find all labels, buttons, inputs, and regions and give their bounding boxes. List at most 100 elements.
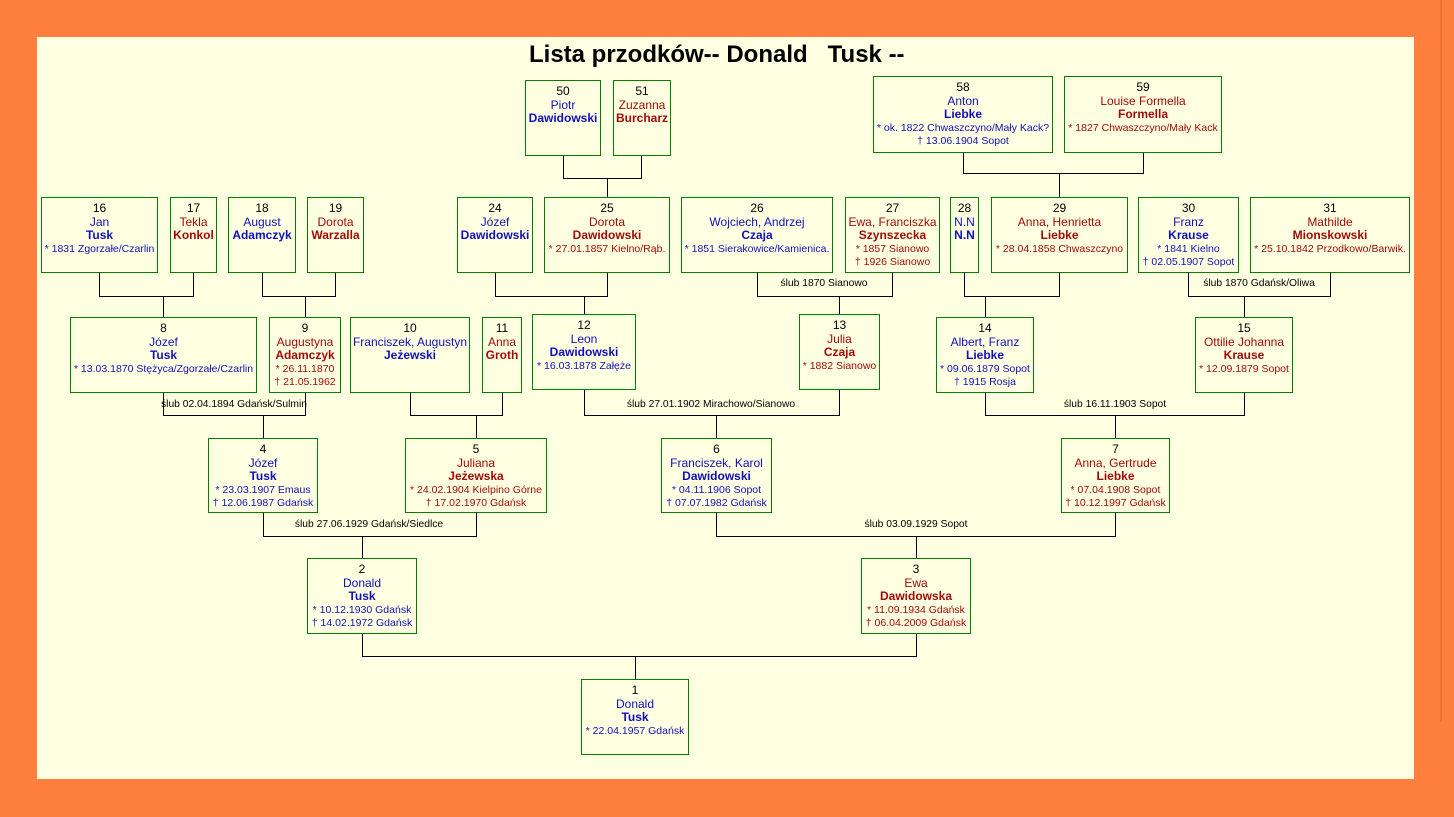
person-surname: Liebke <box>965 348 1004 363</box>
person-birth: * 16.03.1878 Załęże <box>537 359 631 372</box>
person-number: 13 <box>832 318 847 332</box>
person-box-2[interactable]: 2 Donald Tusk * 10.12.1930 Gdańsk † 14.0… <box>307 558 417 634</box>
person-surname: Dawidowski <box>549 345 619 360</box>
person-box-9[interactable]: 9 Augustyna Adamczyk * 26.11.1870 † 21.0… <box>269 317 341 393</box>
person-box-29[interactable]: 29 Anna, Henrietta Liebke * 28.04.1858 C… <box>991 197 1128 273</box>
person-given-name: Anna <box>487 334 517 349</box>
person-birth: * 22.04.1957 Gdańsk <box>585 724 685 737</box>
person-box-18[interactable]: 18 August Adamczyk <box>228 197 296 273</box>
person-number: 7 <box>1112 442 1119 456</box>
person-given-name: Donald <box>342 575 382 590</box>
person-number: 12 <box>577 318 591 332</box>
person-box-31[interactable]: 31 Mathilde Mionskowski * 25.10.1842 Prz… <box>1250 197 1410 273</box>
person-number: 51 <box>635 84 649 98</box>
person-box-16[interactable]: 16 Jan Tusk * 1831 Zgorzałe/Czarlin <box>41 197 158 273</box>
person-number: 24 <box>488 201 502 215</box>
person-given-name: Leon <box>570 331 598 346</box>
person-box-7[interactable]: 7 Anna, Gertrude Liebke * 07.04.1908 Sop… <box>1061 438 1170 513</box>
person-birth: * 26.11.1870 <box>275 362 335 375</box>
person-box-19[interactable]: 19 Dorota Warzalla <box>307 197 364 273</box>
person-death: † 14.02.1972 Gdańsk <box>311 617 413 630</box>
person-surname: Tusk <box>249 469 277 484</box>
person-box-3[interactable]: 3 Ewa Dawidowska * 11.09.1934 Gdańsk † 0… <box>861 558 971 634</box>
person-number: 14 <box>978 321 992 335</box>
person-surname: Dawidowski <box>528 111 598 126</box>
person-box-5[interactable]: 5 Juliana Jeżewska * 24.02.1904 Kielpino… <box>405 438 547 513</box>
person-given-name: Juliana <box>456 455 496 470</box>
person-box-26[interactable]: 26 Wojciech, Andrzej Czaja * 1851 Sierak… <box>681 197 833 273</box>
person-number: 50 <box>556 84 570 98</box>
person-box-15[interactable]: 15 Ottilie Johanna Krause * 12.09.1879 S… <box>1195 317 1293 393</box>
person-box-24[interactable]: 24 Józef Dawidowski <box>457 197 533 273</box>
person-birth: * 07.04.1908 Sopot <box>1070 483 1161 496</box>
person-surname: Liebke <box>943 107 982 122</box>
person-number: 58 <box>956 80 970 94</box>
person-surname: Adamczyk <box>275 348 335 363</box>
person-birth: * 27.01.1857 Kielno/Rąb. <box>548 242 666 255</box>
person-given-name: Tekla <box>179 214 208 229</box>
person-box-30[interactable]: 30 Franz Krause * 1841 Kielno † 02.05.19… <box>1138 197 1239 273</box>
person-birth: * 11.09.1934 Gdańsk <box>867 603 965 616</box>
person-number: 28 <box>957 201 972 215</box>
person-surname: Formella <box>1117 107 1168 122</box>
person-birth: * 28.04.1858 Chwaszczyno <box>995 242 1124 255</box>
person-box-14[interactable]: 14 Albert, Franz Liebke * 09.06.1879 Sop… <box>936 317 1034 393</box>
person-box-13[interactable]: 13 Julia Czaja * 1882 Sianowo <box>799 314 880 390</box>
person-box-25[interactable]: 25 Dorota Dawidowski * 27.01.1857 Kielno… <box>544 197 670 273</box>
person-birth: * 10.12.1930 Gdańsk <box>312 603 412 616</box>
person-box-12[interactable]: 12 Leon Dawidowski * 16.03.1878 Załęże <box>532 314 636 390</box>
person-birth: * 25.10.1842 Przodkowo/Barwik. <box>1254 242 1406 255</box>
marriage-label: ślub 03.09.1929 Sopot <box>864 519 968 530</box>
person-box-8[interactable]: 8 Józef Tusk * 13.03.1870 Stężyca/Zgorza… <box>70 317 257 393</box>
person-surname: Jeżewska <box>448 469 504 484</box>
person-box-28[interactable]: 28 N.N N.N <box>950 197 979 273</box>
person-number: 18 <box>255 201 269 215</box>
person-surname: Groth <box>485 348 519 363</box>
person-box-11[interactable]: 11 Anna Groth <box>482 317 522 393</box>
person-number: 29 <box>1052 201 1067 215</box>
person-death: † 1915 Rosja <box>954 376 1016 389</box>
person-number: 27 <box>885 201 900 215</box>
person-death: † 12.06.1987 Gdańsk <box>212 497 314 510</box>
person-box-17[interactable]: 17 Tekla Konkol <box>170 197 217 273</box>
person-birth: * 23.03.1907 Emaus <box>215 483 311 496</box>
person-number: 9 <box>301 321 309 335</box>
person-box-4[interactable]: 4 Józef Tusk * 23.03.1907 Emaus † 12.06.… <box>208 438 318 513</box>
person-birth: * 12.09.1879 Sopot <box>1199 362 1289 375</box>
person-box-51[interactable]: 51 Zuzanna Burcharz <box>613 80 671 156</box>
person-box-59[interactable]: 59 Louise Formella Formella * 1827 Chwas… <box>1064 76 1222 153</box>
person-surname: Tusk <box>348 589 376 604</box>
person-given-name: Ewa, Franciszka <box>848 214 937 229</box>
person-given-name: Albert, Franz <box>950 334 1020 349</box>
person-number: 8 <box>160 321 167 335</box>
marriage-label: ślub 27.06.1929 Gdańsk/Siedlce <box>294 519 444 530</box>
person-surname: Dawidowski <box>572 228 642 243</box>
person-surname: Krause <box>1168 228 1209 243</box>
person-surname: Mionskowski <box>1292 228 1368 243</box>
marriage-label: ślub 27.01.1902 Mirachowo/Sianowo <box>626 399 796 410</box>
person-given-name: Mathilde <box>1307 214 1353 229</box>
person-death: † 07.07.1982 Gdańsk <box>666 497 767 510</box>
person-number: 4 <box>259 442 267 456</box>
person-box-50[interactable]: 50 Piotr Dawidowski <box>525 80 601 156</box>
person-number: 5 <box>472 442 480 456</box>
person-surname: Dawidowski <box>460 228 530 243</box>
person-birth: * 24.02.1904 Kielpino Górne <box>410 483 542 496</box>
person-given-name: Augustyna <box>276 334 334 349</box>
marriage-label: ślub 16.11.1903 Sopot <box>1063 399 1167 410</box>
person-death: † 1926 Sianowo <box>854 256 931 269</box>
person-given-name: Józef <box>248 455 278 470</box>
person-surname: Dawidowski <box>682 469 751 484</box>
person-surname: Tusk <box>85 228 114 243</box>
person-birth: * 1841 Kielno <box>1157 242 1220 255</box>
person-box-1[interactable]: 1 Donald Tusk * 22.04.1957 Gdańsk <box>581 679 689 755</box>
person-box-6[interactable]: 6 Franciszek, Karol Dawidowski * 04.11.1… <box>661 438 772 513</box>
person-surname: Tusk <box>149 348 178 363</box>
marriage-label: ślub 1870 Sianowo <box>780 278 868 289</box>
person-death: † 02.05.1907 Sopot <box>1142 256 1235 269</box>
person-given-name: Anna, Gertrude <box>1074 455 1157 470</box>
person-number: 31 <box>1323 201 1337 215</box>
person-box-27[interactable]: 27 Ewa, Franciszka Szynszecka * 1857 Sia… <box>845 197 940 273</box>
person-box-58[interactable]: 58 Anton Liebke * ok. 1822 Chwaszczyno/M… <box>873 76 1053 153</box>
person-box-10[interactable]: 10 Franciszek, Augustyn Jeżewski <box>350 317 470 393</box>
